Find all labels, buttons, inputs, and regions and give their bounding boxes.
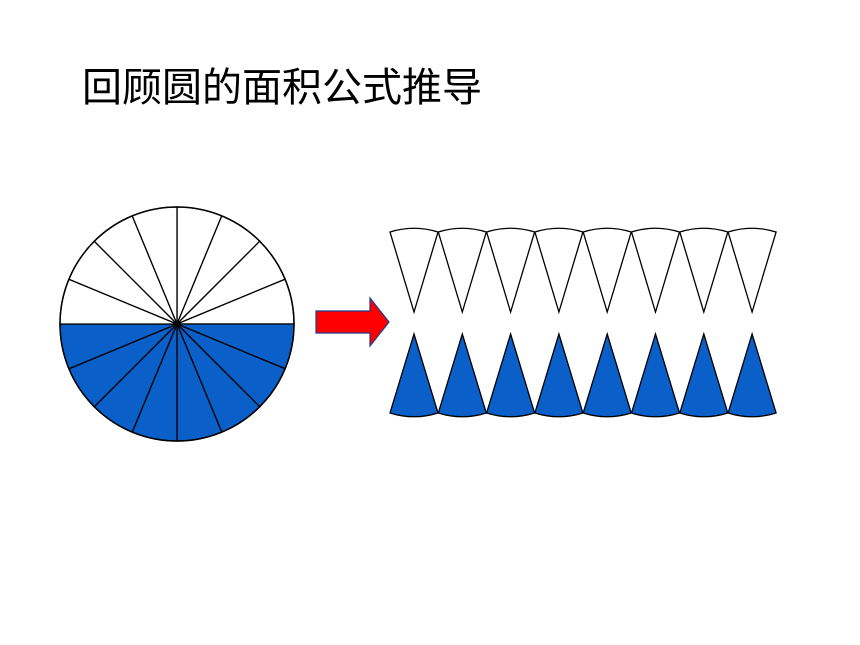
bottom-row-sector [485,331,536,418]
top-row-sector [437,227,488,315]
rearranged-sectors [389,227,777,418]
top-row-sector [727,227,777,315]
top-row-sector [630,227,681,315]
bottom-row-sector [678,331,729,418]
right-arrow-icon [315,296,390,348]
divided-circle [59,206,295,442]
top-row-sector [582,227,633,315]
bottom-row-sector [727,331,777,418]
top-row-sector [389,227,439,315]
bottom-row-sector [534,331,584,418]
circle-outline [59,206,295,442]
bottom-row-sector [582,331,633,418]
bottom-row-sector [437,331,488,418]
top-row-sector [678,227,729,315]
bottom-row-sector [389,331,439,418]
transform-arrow [315,296,390,348]
top-row-sectors [389,227,777,315]
top-row-sector [534,227,584,315]
bottom-row-sectors [389,331,777,418]
slide-title: 回顾圆的面积公式推导 [82,65,482,111]
bottom-row-sector [630,331,681,418]
top-row-sector [485,227,536,315]
